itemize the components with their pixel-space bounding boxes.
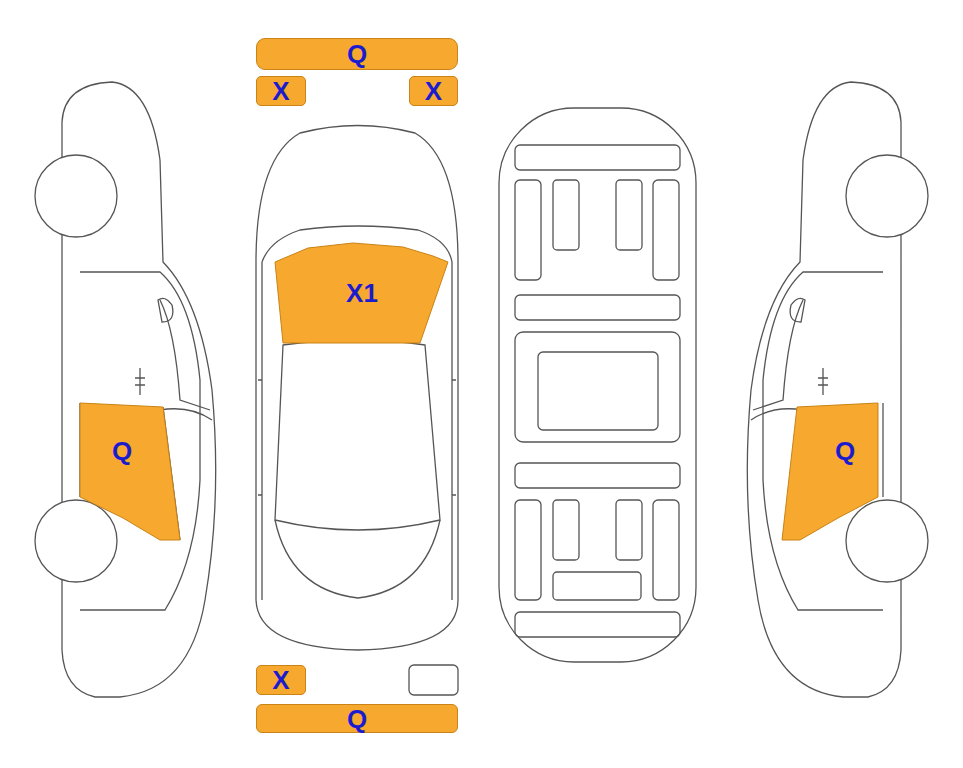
left-door-part: Q [78, 400, 182, 542]
part-shape [780, 400, 882, 542]
part-fill [275, 243, 448, 343]
front-right-part: X [409, 76, 458, 106]
damage-code: X [272, 667, 289, 693]
damage-code: Q [835, 438, 855, 464]
part-shape [78, 400, 182, 542]
damage-code: Q [112, 438, 132, 464]
damage-code: X [272, 78, 289, 104]
damage-code: Q [347, 706, 367, 732]
windshield-part: X1 [258, 240, 450, 346]
damage-code: X1 [346, 280, 378, 306]
part-fill [782, 403, 878, 540]
damage-code: Q [347, 41, 367, 67]
damage-code: X [425, 78, 442, 104]
part-fill [80, 403, 180, 540]
rear-bumper-part: Q [256, 704, 458, 733]
front-left-part: X [256, 76, 306, 106]
rear-left-part: X [256, 665, 306, 695]
front-bumper-part: Q [256, 38, 458, 70]
right-door-part: Q [780, 400, 882, 542]
